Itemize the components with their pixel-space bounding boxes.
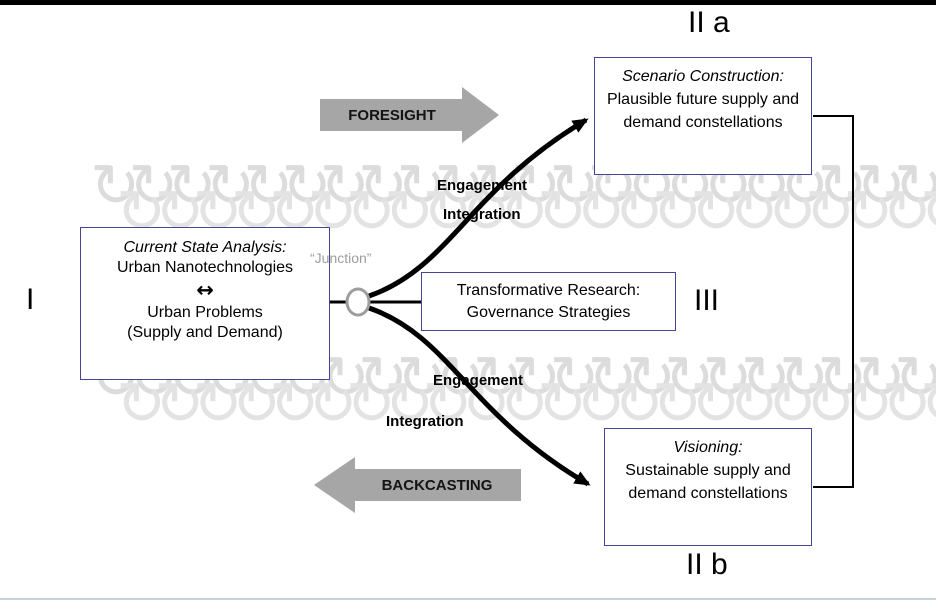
integration-label-top: Integration <box>443 206 521 223</box>
scenario-title: Scenario Construction: <box>622 68 784 85</box>
foresight-block-arrow <box>320 87 499 143</box>
integration-label-bottom: Integration <box>386 413 464 430</box>
foresight-label: FORESIGHT <box>348 107 436 124</box>
scenario-body: Plausible future supply and demand const… <box>606 91 800 132</box>
visioning-body: Sustainable supply and demand constellat… <box>625 462 791 503</box>
stage-label-iib: II b <box>686 548 728 581</box>
junction-circle <box>345 287 371 317</box>
curve-to-scenario-arrow <box>368 117 589 299</box>
transformative-research-box: Transformative Research: Governance Stra… <box>421 272 676 331</box>
junction-label: “Junction” <box>310 250 372 266</box>
visioning-title: Visioning: <box>673 439 743 456</box>
stage-label-iii: III <box>694 284 720 317</box>
output-bracket <box>813 115 854 488</box>
bottom-border-rule <box>0 598 936 600</box>
current-state-title: Current State Analysis: <box>123 239 287 256</box>
engagement-label-bottom: Engagement <box>433 372 524 389</box>
current-state-line3: (Supply and Demand) <box>127 324 283 342</box>
scenario-construction-box: Scenario Construction: Plausible future … <box>594 57 812 175</box>
transformative-line1: Transformative Research: <box>456 281 641 299</box>
top-border-rule <box>0 0 936 5</box>
current-state-line2: Urban Problems <box>147 304 263 322</box>
curve-to-visioning-arrow <box>368 305 591 487</box>
current-state-box: Current State Analysis: Urban Nanotechno… <box>80 227 330 380</box>
transformative-line2: Governance Strategies <box>466 303 631 321</box>
engagement-label-top: Engagement <box>437 177 528 194</box>
backcasting-label: BACKCASTING <box>381 477 493 494</box>
double-arrow-icon: ↔ <box>196 278 214 302</box>
backcasting-block-arrow <box>314 457 521 513</box>
stage-label-iia: II a <box>688 6 730 39</box>
current-state-line1: Urban Nanotechnologies <box>116 259 294 276</box>
stage-label-i: I <box>26 283 35 316</box>
visioning-box: Visioning: Sustainable supply and demand… <box>604 428 812 546</box>
